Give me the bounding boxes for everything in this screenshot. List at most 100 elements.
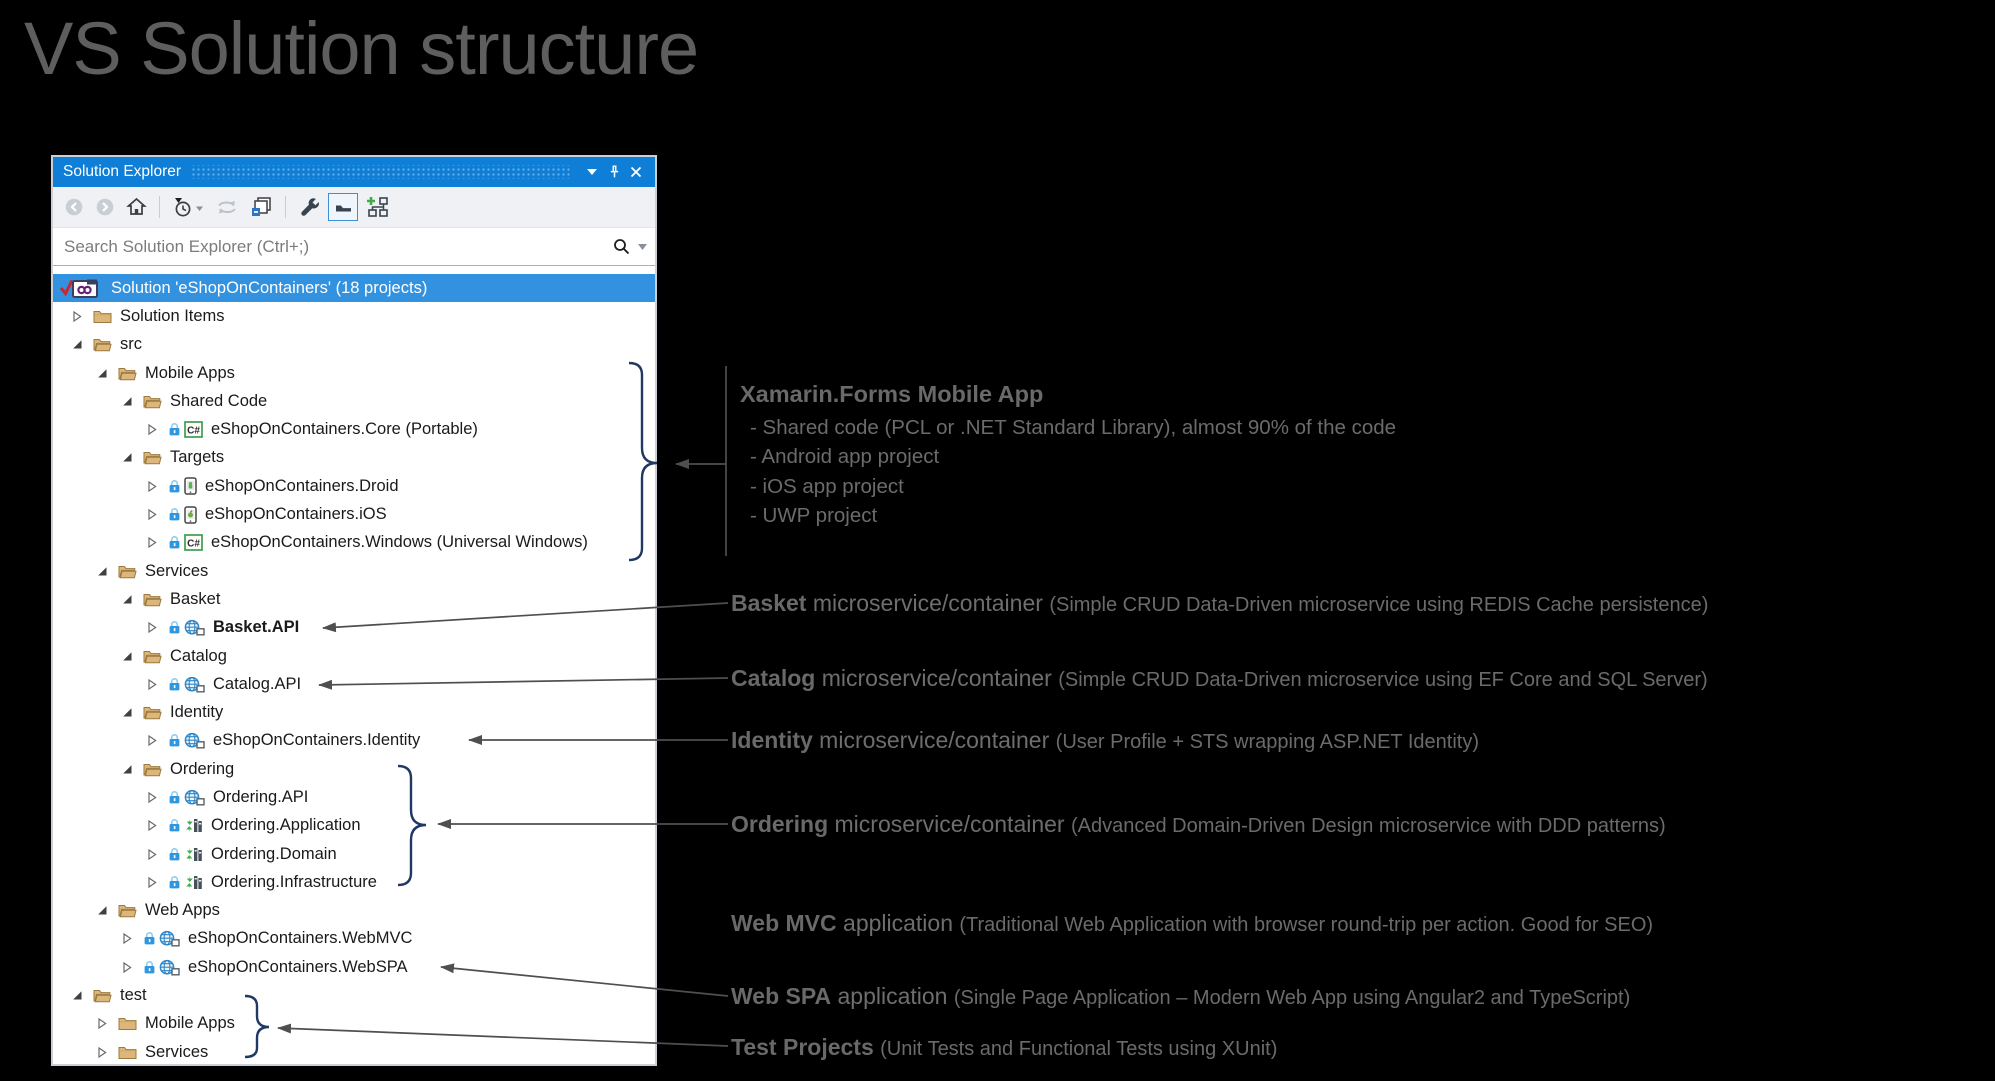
tree-item-solution-items[interactable]: Solution Items: [53, 302, 655, 330]
lock-icon: [168, 422, 181, 437]
tree-item-ordering-api[interactable]: Ordering.API: [53, 783, 655, 811]
expand-arrow-collapsed-icon[interactable]: [145, 876, 159, 889]
folder-open-icon: [143, 649, 162, 664]
tree-item-label: Solution 'eShopOnContainers' (18 project…: [111, 278, 428, 297]
svg-text:C#: C#: [187, 539, 200, 550]
home-icon[interactable]: [123, 193, 150, 221]
tree-item-src[interactable]: src: [53, 331, 655, 359]
show-all-files-icon[interactable]: [328, 193, 358, 221]
pin-icon[interactable]: [603, 161, 625, 183]
tree-item-label: Mobile Apps: [145, 363, 235, 382]
tree-item-identity[interactable]: Identity: [53, 698, 655, 726]
expand-arrow-collapsed-icon[interactable]: [120, 961, 134, 974]
tree-item-shared-code[interactable]: Shared Code: [53, 387, 655, 415]
expand-arrow-expanded-icon[interactable]: [120, 594, 134, 605]
tree-item-eshoponcontainers-droid[interactable]: eShopOnContainers.Droid: [53, 472, 655, 500]
tree-item-targets[interactable]: Targets: [53, 444, 655, 472]
svg-text:C#: C#: [187, 425, 200, 436]
tree-item-eshoponcontainers-webspa[interactable]: eShopOnContainers.WebSPA: [53, 953, 655, 981]
lock-icon: [168, 875, 181, 890]
expand-arrow-expanded-icon[interactable]: [120, 651, 134, 662]
search-input[interactable]: [62, 235, 612, 258]
expand-arrow-collapsed-icon[interactable]: [145, 734, 159, 747]
annotation-mid-label: application: [843, 910, 953, 936]
expand-arrow-collapsed-icon[interactable]: [145, 848, 159, 861]
expand-arrow-collapsed-icon[interactable]: [145, 791, 159, 804]
expand-arrow-expanded-icon[interactable]: [95, 905, 109, 916]
annotation-mid-label: application: [837, 983, 948, 1009]
tree-item-label: Ordering: [170, 759, 235, 778]
expand-arrow-collapsed-icon[interactable]: [145, 423, 159, 436]
tree-item-label: Basket.API: [213, 618, 300, 637]
expand-arrow-expanded-icon[interactable]: [120, 396, 134, 407]
tree-item-ordering-infrastructure[interactable]: Ordering.Infrastructure: [53, 868, 655, 896]
tree-item-test[interactable]: test: [53, 981, 655, 1009]
expand-arrow-expanded-icon[interactable]: [70, 339, 84, 350]
chevron-down-icon[interactable]: [581, 161, 603, 183]
tree-item-mobile-apps[interactable]: Mobile Apps: [53, 1010, 655, 1038]
expand-arrow-collapsed-icon[interactable]: [120, 932, 134, 945]
droid-icon: [184, 477, 197, 495]
expand-arrow-expanded-icon[interactable]: [120, 764, 134, 775]
panel-titlebar[interactable]: Solution Explorer: [53, 157, 655, 187]
lock-icon: [168, 620, 181, 635]
tree-item-label: Shared Code: [170, 391, 268, 410]
sync-active-document-icon[interactable]: [363, 193, 393, 221]
tree-item-services[interactable]: Services: [53, 557, 655, 585]
tree-item-eshoponcontainers-windows-universal-windows[interactable]: C#eShopOnContainers.Windows (Universal W…: [53, 529, 655, 557]
search-options-chevron-icon[interactable]: [638, 243, 647, 250]
folder-open-icon: [93, 988, 112, 1003]
tree-item-eshoponcontainers-core-portable[interactable]: C#eShopOnContainers.Core (Portable): [53, 415, 655, 443]
tree-item-label: eShopOnContainers.iOS: [205, 505, 387, 524]
tree-item-services[interactable]: Services: [53, 1038, 655, 1066]
annotation-paren-text: (Simple CRUD Data-Driven microservice us…: [1058, 669, 1708, 691]
forward-icon[interactable]: [92, 193, 118, 221]
page-title: VS Solution structure: [24, 7, 699, 90]
search-icon[interactable]: [612, 237, 632, 256]
expand-arrow-expanded-icon[interactable]: [95, 368, 109, 379]
annotation-paren-text: (Traditional Web Application with browse…: [959, 914, 1654, 936]
expand-arrow-collapsed-icon[interactable]: [145, 678, 159, 691]
annotation-catalog: Catalog microservice/container (Simple C…: [731, 661, 1708, 697]
tree-item-catalog[interactable]: Catalog: [53, 642, 655, 670]
folder-open-icon: [118, 564, 137, 579]
tree-item-eshoponcontainers-identity[interactable]: eShopOnContainers.Identity: [53, 727, 655, 755]
expand-arrow-expanded-icon[interactable]: [70, 990, 84, 1001]
web-icon: [159, 930, 180, 947]
expand-arrow-collapsed-icon[interactable]: [145, 536, 159, 549]
close-icon[interactable]: [625, 161, 647, 183]
history-icon[interactable]: [169, 193, 207, 221]
expand-arrow-collapsed-icon[interactable]: [145, 480, 159, 493]
tree-item-catalog-api[interactable]: Catalog.API: [53, 670, 655, 698]
expand-arrow-collapsed-icon[interactable]: [70, 310, 84, 323]
tree-item-basket-api[interactable]: Basket.API: [53, 614, 655, 642]
expand-arrow-expanded-icon[interactable]: [120, 707, 134, 718]
back-icon[interactable]: [61, 193, 87, 221]
expand-arrow-expanded-icon[interactable]: [120, 452, 134, 463]
refresh-icon[interactable]: [212, 193, 242, 221]
tree-item-eshoponcontainers-webmvc[interactable]: eShopOnContainers.WebMVC: [53, 925, 655, 953]
tree-item-ordering-domain[interactable]: Ordering.Domain: [53, 840, 655, 868]
expand-arrow-collapsed-icon[interactable]: [95, 1017, 109, 1030]
tree-item-basket[interactable]: Basket: [53, 585, 655, 613]
tree-item-label: Services: [145, 561, 209, 580]
properties-icon[interactable]: [295, 193, 323, 221]
expand-arrow-collapsed-icon[interactable]: [145, 621, 159, 634]
expand-arrow-collapsed-icon[interactable]: [145, 819, 159, 832]
tree-item-web-apps[interactable]: Web Apps: [53, 897, 655, 925]
tree-item-eshoponcontainers-ios[interactable]: eShopOnContainers.iOS: [53, 500, 655, 528]
tree-item-solution-eshoponcontainers-18-projects[interactable]: Solution 'eShopOnContainers' (18 project…: [53, 274, 655, 303]
annotation-bold-label: Web MVC: [731, 910, 837, 936]
annotation-mid-label: microservice/container: [812, 590, 1043, 616]
tree-item-ordering[interactable]: Ordering: [53, 755, 655, 783]
tree-item-mobile-apps[interactable]: Mobile Apps: [53, 359, 655, 387]
expand-arrow-expanded-icon[interactable]: [95, 566, 109, 577]
folder-open-icon: [143, 762, 162, 777]
tree-item-ordering-application[interactable]: Ordering.Application: [53, 812, 655, 840]
expand-arrow-collapsed-icon[interactable]: [95, 1046, 109, 1059]
annotation-bold-label: Identity: [731, 727, 813, 753]
expand-arrow-collapsed-icon[interactable]: [145, 508, 159, 521]
collapse-all-icon[interactable]: [247, 193, 276, 221]
folder-open-icon: [93, 337, 112, 352]
classlib-icon: [184, 817, 203, 834]
